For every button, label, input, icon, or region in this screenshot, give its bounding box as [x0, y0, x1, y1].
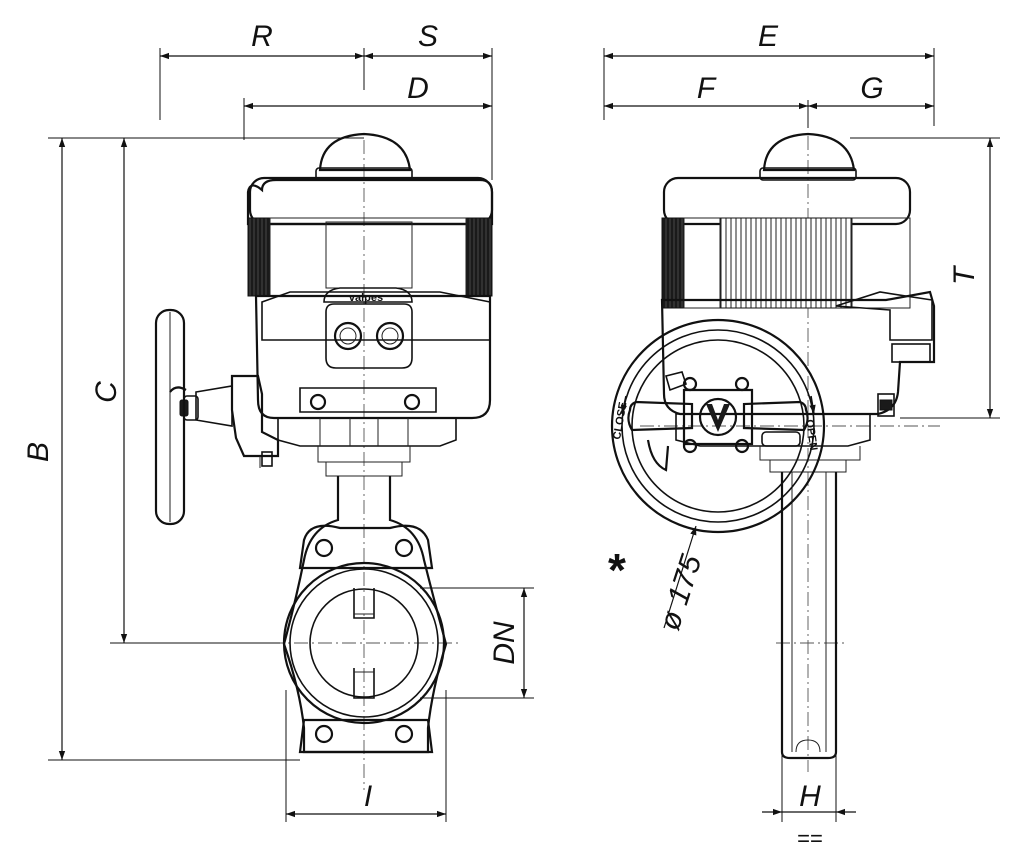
dim-T: T [948, 264, 981, 285]
open-label: OPEN [803, 419, 819, 452]
asterisk-note: * [608, 544, 626, 596]
handwheel-diameter-label: ø 175 [653, 551, 708, 634]
dim-B: B [22, 442, 55, 462]
symmetry-mark: == [797, 826, 823, 851]
dim-R: R [251, 20, 273, 53]
brand-plate: valpes [323, 287, 413, 304]
dim-DN: DN [488, 621, 521, 665]
front-view: valpes [154, 132, 494, 790]
manual-override-gear [154, 308, 280, 526]
dim-F: F [697, 72, 717, 105]
dim-G: G [860, 72, 883, 105]
dim-I: I [364, 780, 372, 813]
handwheel[interactable]: CLOSE OPEN [610, 318, 826, 534]
dim-D: D [407, 72, 429, 105]
dim-S: S [418, 20, 438, 53]
dim-E: E [758, 20, 779, 53]
dim-H: H [799, 780, 821, 813]
side-view: CLOSE OPEN [610, 132, 940, 772]
brand-logo: valpes [349, 292, 383, 304]
valpes-v-logo-icon [706, 404, 730, 432]
dimensions: R S D E F G B C T DN [22, 20, 1000, 851]
dim-C: C [90, 381, 123, 403]
